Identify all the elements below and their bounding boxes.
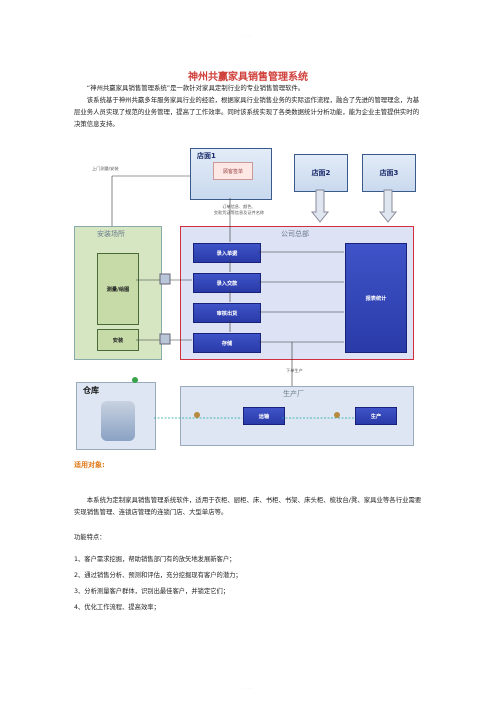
applicable-paragraph: 本系统为定制家具销售管理系统软件，适用于衣柜、厨柜、床、书柜、书架、床头柜、梳妆… (74, 496, 422, 516)
order-info-note: 订单信息、颜色、 交款凭证等信息及证件名称 (213, 204, 265, 215)
customer-sign-box: 顾客签单 (213, 162, 253, 180)
applicable-heading: 适用对象: (74, 461, 105, 469)
measure-draw-node: 测量/绘图 (97, 253, 139, 325)
headquarters-title: 公司总部 (281, 230, 309, 238)
report-node: 报表统计 (345, 243, 407, 353)
review-ship-node: 审核出货 (193, 303, 261, 323)
factory-region: 生产厂 运输 生产 (180, 386, 414, 446)
store-3-label: 店面3 (379, 169, 399, 177)
install-site-region: 安装场所 测量/绘图 安装 (74, 226, 162, 360)
headquarters-region: 公司总部 录入单据 录入交款 审核出货 存储 报表统计 (180, 226, 414, 360)
feature-item-4: 4、优化工作流程、提高效率； (74, 604, 160, 611)
business-flow-diagram: 店面1 顾客签单 店面2 店面3 上门测量/安装 订单信息、颜色、 交款凭证等信… (72, 142, 424, 458)
truck-icon (132, 377, 138, 383)
watermark-bottom: · · · · · (238, 686, 253, 692)
intro-paragraph-1: “神州共赢家具销售管理系统”是一款针对家具定制行业的专业销售管理软件。 (86, 84, 305, 92)
store-1-label: 店面1 (197, 152, 216, 160)
feature-item-1: 1、客户需求挖掘，帮助销售部门有的放矢地发展新客户； (74, 556, 236, 563)
warehouse-title: 仓库 (83, 386, 99, 395)
intro-paragraph-2: 该系统基于神州共赢多年服务家具行业的经验，根据家具行业销售业务的实际运作流程，融… (74, 96, 420, 128)
features-title: 功能特点： (74, 534, 106, 541)
transport-node: 运输 (243, 407, 285, 425)
diagram-connectors (111, 175, 398, 419)
feature-item-2: 2、通过销售分析、预测和评估，充分挖掘现有客户的潜力； (74, 572, 242, 579)
warehouse-region: 仓库 (76, 382, 156, 450)
feature-item-3: 3、分析测量客户群体，识别出最佳客户，并锁定它们； (74, 588, 230, 595)
watermark-top: · · · · · (238, 34, 253, 40)
factory-title: 生产厂 (283, 390, 304, 398)
enter-order-node: 录入单据 (193, 243, 261, 263)
goods-icon (194, 412, 200, 418)
install-node: 安装 (97, 329, 139, 351)
store-2-box: 店面2 (294, 154, 348, 192)
page-title: 神州共赢家具销售管理系统 (188, 72, 308, 83)
install-site-title: 安装场所 (97, 230, 125, 238)
store-2-label: 店面2 (311, 169, 331, 177)
inventory-node: 存储 (193, 333, 261, 353)
store-1-box: 店面1 顾客签单 (190, 148, 272, 200)
door-measure-label: 上门测量/安装 (92, 166, 119, 171)
forklift-icon (101, 401, 135, 441)
goods-icon-2 (334, 412, 340, 418)
order-produce-label: 下单生产 (286, 368, 303, 373)
enter-payment-node: 录入交款 (193, 273, 261, 293)
produce-node: 生产 (355, 407, 397, 425)
